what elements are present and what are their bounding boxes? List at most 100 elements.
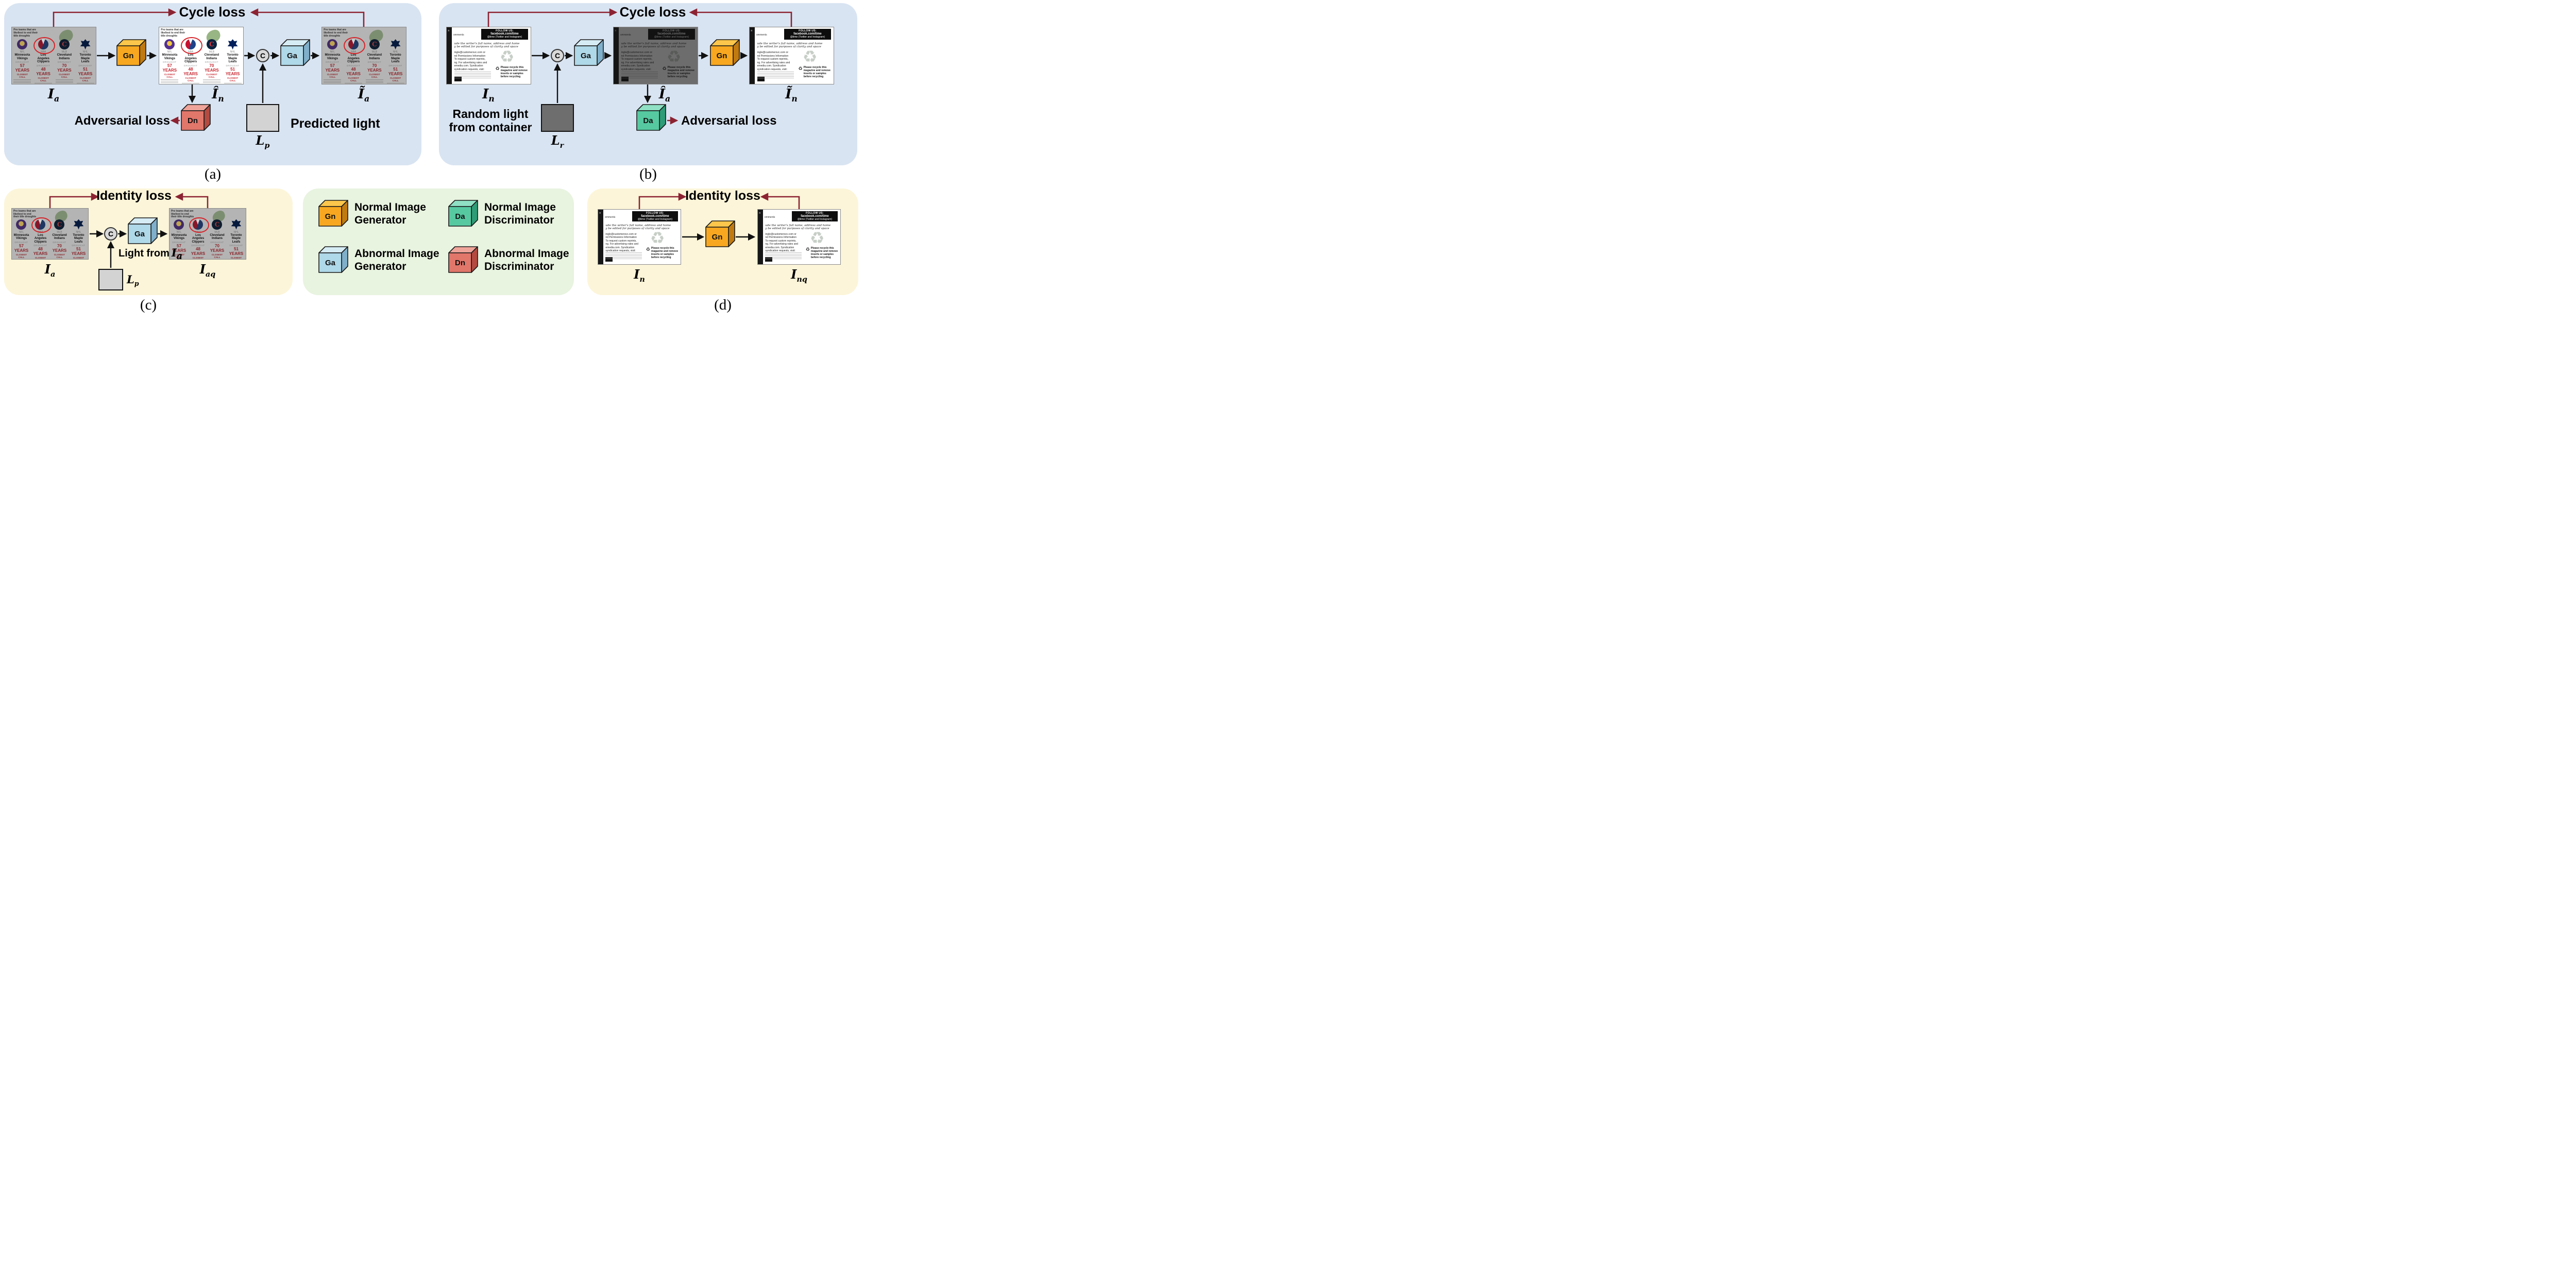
fine-print-lines	[345, 82, 363, 84]
math-base: L	[256, 133, 265, 148]
team-name: Toronto Maple Leafs	[73, 233, 84, 244]
kicker-text: Pro teams that are likeliest to end thei…	[161, 28, 185, 38]
letters-policy-text: ude the writer's full name, address and …	[605, 224, 679, 231]
follow-us-line: FOLLOW US:	[806, 211, 824, 215]
fine-print-lines	[224, 82, 242, 84]
fine-print-lines	[605, 252, 642, 260]
block-label-gn: Gn	[717, 52, 727, 60]
drought-label: DROUGHT	[229, 244, 243, 247]
follow-us-box: FOLLOW US:facebook.com/time@time (Twitte…	[648, 28, 696, 40]
recycle-watermark-icon: ♻	[650, 229, 665, 248]
legend-line: Generator	[354, 261, 406, 272]
league-tag: NFL	[167, 50, 173, 54]
mapleleafs-logo	[227, 39, 238, 50]
page-edge-text: n	[448, 29, 450, 33]
image-Ia-abnormal: Pro teams that are likeliest to end thei…	[11, 208, 89, 260]
random-light-line2: from container	[449, 121, 532, 134]
recycle-note: ♻Please recycle this magazine and remove…	[496, 66, 529, 78]
red-circle-annotation	[189, 217, 209, 233]
drought-years: 51 YEARS	[388, 66, 403, 76]
closest-call-label: CLOSEST CALL	[185, 76, 196, 82]
fine-print-lines	[765, 252, 802, 260]
page-edge-text: omments	[453, 33, 464, 37]
follow-handle-line: facebook.com/time	[793, 32, 822, 36]
team-name: Los Angeles Clippers	[184, 54, 197, 64]
normal-generator-block: Gn	[710, 39, 740, 66]
contact-line: ng. For advertising rates and	[765, 243, 799, 246]
cube-front-face	[448, 206, 472, 227]
recycle-note: ♻Please recycle this magazine and remove…	[806, 247, 839, 259]
league-tag: NHL	[393, 50, 398, 54]
random-light-line1: Random light	[452, 107, 529, 121]
label-Ia: Ia	[45, 262, 56, 279]
drought-label: DROUGHT	[172, 241, 186, 244]
cycle-loss-arrow-right	[250, 8, 365, 27]
page-edge-strip	[447, 27, 452, 84]
league-tag: NHL	[233, 230, 239, 234]
recycle-icon: ♻	[805, 247, 810, 252]
legend-line: Generator	[354, 214, 406, 226]
team-name: Los Angeles Clippers	[192, 233, 205, 244]
vikings-logo	[17, 39, 28, 50]
league-tag: NHL	[82, 50, 88, 54]
drought-label: DROUGHT	[15, 61, 29, 64]
policy-line: ude the writer's full name, address and …	[621, 42, 687, 45]
drought-label: DROUGHT	[388, 64, 402, 67]
block-label-ga: Ga	[134, 230, 145, 238]
label-In: In	[634, 267, 645, 284]
mapleleafs-logo	[73, 219, 84, 230]
fine-print-lines	[161, 79, 179, 84]
drought-label: DROUGHT	[36, 64, 50, 67]
panel-a: Cycle loss Pro teams that are likeliest …	[4, 3, 421, 165]
policy-line: y be edited for purposes of clarity and …	[765, 227, 829, 231]
red-circle-annotation	[181, 37, 202, 55]
closest-call-label: CLOSEST CALL	[211, 253, 223, 259]
legend-dn-label: Abnormal Image Discriminator	[484, 247, 569, 273]
random-light-label: Random light from container	[442, 107, 539, 134]
abnormal-generator-block: Ga	[280, 39, 310, 66]
page-edge-text: n	[751, 29, 753, 33]
contact-line: emedia.com. Syndication	[621, 64, 650, 68]
legend-line: Normal Image	[354, 201, 426, 213]
image-In-generated: Pro teams that are likeliest to end thei…	[159, 27, 244, 84]
vikings-logo	[327, 39, 338, 50]
math-base: Î	[212, 87, 218, 102]
follow-us-line: FOLLOW US:	[646, 211, 664, 215]
math-base: Î	[658, 87, 666, 102]
page-edge-strip	[614, 27, 619, 84]
recycle-note-text: Please recycle this magazine and remove …	[803, 65, 831, 78]
mapleleafs-logo	[80, 39, 91, 50]
team-name: Los Angeles Clippers	[347, 54, 360, 64]
league-tag: MLB	[57, 230, 62, 234]
follow-handle-line: facebook.com/time	[641, 214, 669, 218]
math-sub: p	[134, 280, 139, 288]
league-tag: MLB	[209, 50, 214, 54]
team-name: Minnesota Vikings	[13, 233, 29, 241]
contact-line: emedia.com. Syndication	[605, 246, 635, 249]
contact-line: ng. For advertising rates and	[605, 243, 639, 246]
block-label-ga: Ga	[325, 259, 336, 267]
league-tag: NFL	[176, 230, 182, 234]
drought-label: DROUGHT	[210, 241, 224, 244]
letters-policy-text: ude the writer's full name, address and …	[621, 42, 696, 49]
light-from-text: Light from	[118, 248, 170, 259]
closest-call-label: CLOSEST CALL	[59, 73, 70, 79]
recycle-icon: ♻	[495, 65, 500, 71]
league-tag: NFL	[330, 50, 335, 54]
drought-label: DROUGHT	[346, 64, 361, 67]
vikings-logo	[164, 39, 175, 50]
contact-line: emedia.com. Syndication	[765, 246, 794, 249]
label-Lp: Lp	[127, 273, 139, 287]
contact-line: nd Permissions Information	[765, 236, 796, 239]
indians-logo: C	[59, 39, 70, 50]
legend-gn-label: Normal Image Generator	[354, 201, 426, 227]
page-edge-text: omments	[756, 33, 767, 37]
